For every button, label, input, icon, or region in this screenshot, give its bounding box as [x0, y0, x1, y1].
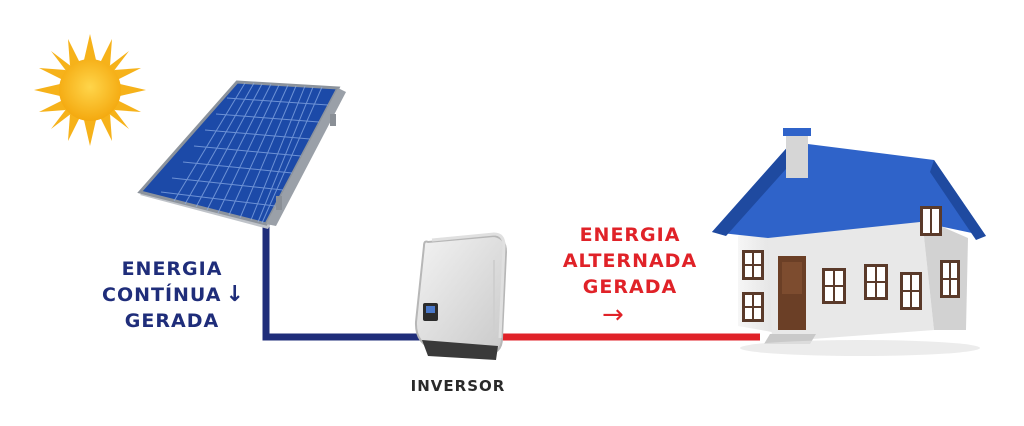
ac-energy-label: ENERGIA ALTERNADA GERADA	[556, 222, 704, 300]
solar-panel-icon	[137, 80, 346, 229]
down-arrow-icon: ↓	[225, 282, 245, 307]
house-icon	[712, 128, 986, 356]
dc-label-line2: CONTÍNUA	[102, 284, 222, 306]
dc-label-line1: ENERGIA	[121, 258, 223, 280]
ac-label-line1: ENERGIA	[579, 224, 681, 246]
inverter-label: INVERSOR	[410, 377, 506, 395]
dc-wire	[262, 212, 420, 341]
inverter-icon	[414, 232, 508, 360]
right-arrow-icon: →	[602, 300, 625, 330]
sun-icon	[34, 34, 146, 146]
dc-energy-label: ENERGIA CONTÍNUA↓ GERADA	[102, 256, 245, 334]
dc-label-line3: GERADA	[124, 310, 220, 332]
ac-label-line2: ALTERNADA	[562, 250, 698, 272]
ac-label-line3: GERADA	[582, 276, 678, 298]
